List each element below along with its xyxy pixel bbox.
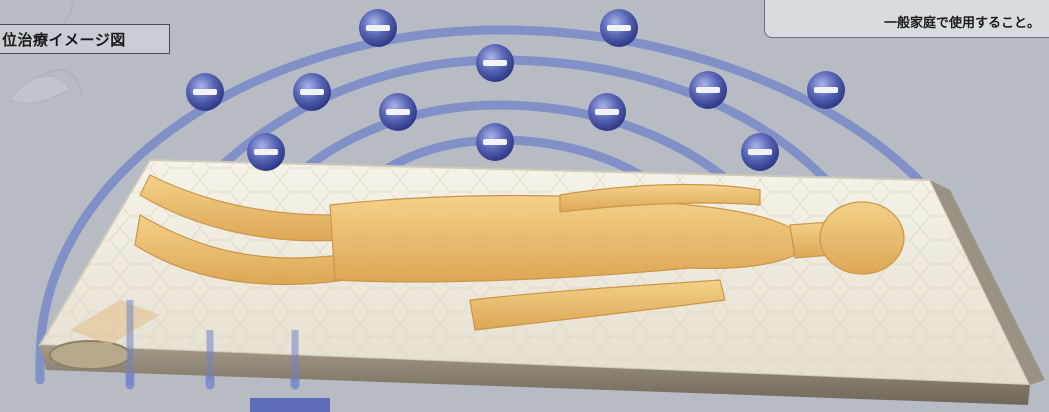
minus-ion-icon bbox=[293, 73, 331, 111]
minus-ion-icon bbox=[689, 71, 727, 109]
minus-ion-icon bbox=[600, 9, 638, 47]
minus-ion-icon bbox=[379, 93, 417, 131]
minus-ion-icon bbox=[476, 44, 514, 82]
minus-ion-icon bbox=[186, 73, 224, 111]
minus-ion-icon bbox=[476, 123, 514, 161]
controller-base bbox=[250, 398, 330, 412]
usage-note-text: 一般家庭で使用すること。 bbox=[884, 12, 1040, 31]
caption-label: 位治療イメージ図 bbox=[2, 29, 126, 50]
image-caption: 位治療イメージ図 bbox=[0, 24, 170, 54]
minus-ion-icon bbox=[741, 133, 779, 171]
minus-ion-icon bbox=[247, 133, 285, 171]
minus-ion-icon bbox=[359, 9, 397, 47]
minus-ion-icon bbox=[807, 71, 845, 109]
minus-ion-icon bbox=[588, 93, 626, 131]
usage-note: 一般家庭で使用すること。 bbox=[764, 0, 1049, 38]
